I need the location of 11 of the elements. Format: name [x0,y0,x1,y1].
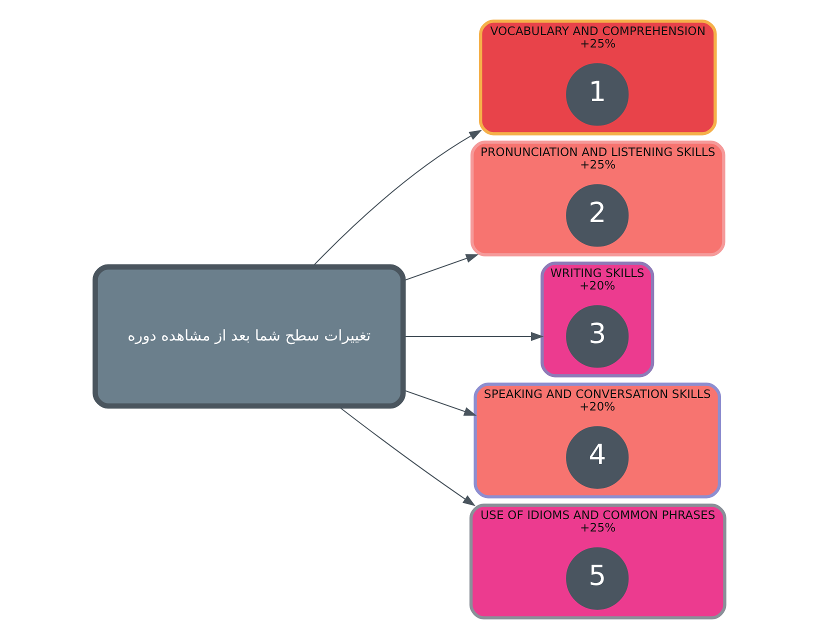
node-circle: 1 [566,63,628,126]
arrow [312,130,482,267]
node-circle: 2 [566,184,628,247]
node-box: تغییرات سطح شما بعد از مشاهده دوره [92,264,406,409]
node-circle: 5 [566,547,628,610]
arrow [402,254,478,282]
arrow [402,390,476,416]
node-circle: 4 [566,426,628,489]
arrow [403,332,544,341]
arrow [338,406,476,506]
node-circle: 3 [566,305,628,368]
